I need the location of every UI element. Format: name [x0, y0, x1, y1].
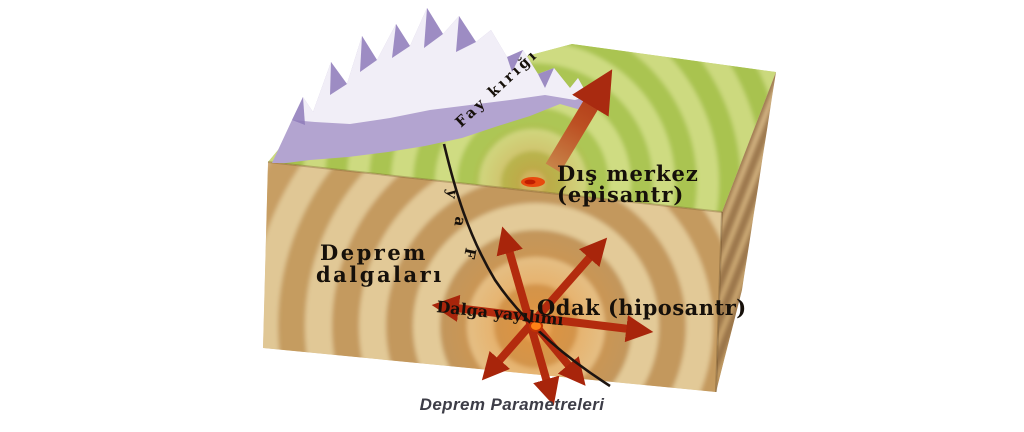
fault-word-label: F a y [443, 187, 480, 260]
fault-line [442, 143, 611, 388]
mountain-range [272, 8, 588, 163]
mountain-shadow-facets [292, 8, 554, 125]
focus-dot [529, 320, 543, 332]
focus-label: Odak (hiposantr) [537, 295, 747, 320]
fault-letter-a: a [450, 215, 469, 228]
top-front-edge [267, 161, 723, 213]
epicenter-label-line2: (episantr) [557, 182, 684, 207]
seismic-wave-arrows [431, 226, 654, 406]
front-side-edge [715, 211, 723, 393]
rupture-direction-arrow [545, 69, 613, 173]
figure-caption: Deprem Parametreleri [419, 395, 605, 414]
epicenter-label-line1: Dış merkez [557, 161, 699, 186]
seismic-waves-label-line1: Deprem [320, 240, 428, 265]
seismic-waves-label-line2: dalgaları [316, 262, 444, 287]
wave-propagation-arrow [431, 294, 654, 343]
epicenter-dot [521, 177, 545, 187]
fault-letter-y: y [443, 187, 462, 200]
mountain-snow [292, 8, 588, 124]
fault-letter-f: F [460, 246, 480, 261]
